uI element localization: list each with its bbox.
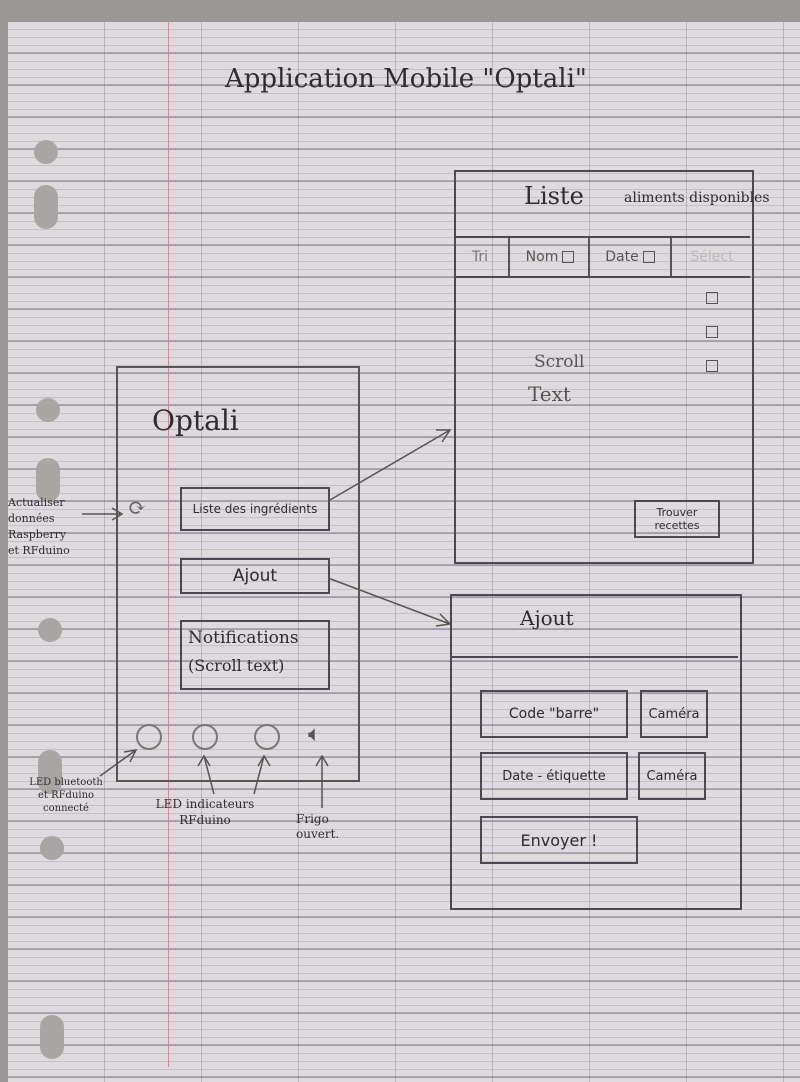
margin-line <box>168 22 169 1067</box>
main-screen-frame <box>116 366 360 782</box>
column-select[interactable]: Sélect <box>670 238 752 276</box>
arrow-led-1 <box>197 754 215 795</box>
label-date-field[interactable]: Date - étiquette <box>480 752 628 800</box>
notifications-panel: Notifications (Scroll text) <box>180 620 330 690</box>
arrow-to-list <box>329 429 452 501</box>
punch-hole <box>40 1015 64 1059</box>
punch-hole <box>40 836 64 860</box>
add-screen-frame <box>450 594 742 910</box>
led-indicators-annotation: LED indicateurs RFduino <box>155 797 255 827</box>
column-name[interactable]: Nom <box>508 238 590 276</box>
list-subtitle: aliments disponibles <box>624 190 770 206</box>
speaker-icon: 🔈︎ <box>308 722 322 747</box>
arrow-led-2 <box>253 754 271 795</box>
led-bluetooth-annotation: LED bluetooth et RFduino connecté <box>29 777 103 814</box>
arrow-refresh <box>82 507 124 521</box>
column-date-label: Date <box>605 249 639 265</box>
list-header: Tri Nom Date Sélect <box>454 236 750 278</box>
arrow-to-add <box>327 577 452 627</box>
ingredients-list-button[interactable]: Liste des ingrédients <box>180 487 330 531</box>
punch-hole <box>36 398 60 422</box>
divider <box>452 656 738 658</box>
send-button[interactable]: Envoyer ! <box>480 816 638 864</box>
checkbox-icon[interactable] <box>562 251 575 263</box>
punch-hole <box>34 140 58 164</box>
column-name-label: Nom <box>525 249 559 265</box>
checkbox-icon[interactable] <box>706 326 718 338</box>
add-title: Ajout <box>520 606 574 630</box>
scroll-text-label: Text <box>528 382 571 406</box>
list-screen-frame <box>454 170 754 564</box>
notifications-scroll: (Scroll text) <box>188 656 285 675</box>
punch-hole <box>38 618 62 642</box>
punch-hole <box>38 750 62 794</box>
checkbox-icon[interactable] <box>706 360 718 372</box>
led-icon <box>136 724 162 750</box>
page-title: Application Mobile "Optali" <box>225 64 587 94</box>
notifications-title: Notifications <box>188 628 299 648</box>
column-sort[interactable]: Tri <box>471 249 489 265</box>
arrow-led-bt <box>99 749 138 777</box>
find-recipes-button[interactable]: Trouver recettes <box>634 500 720 538</box>
scroll-text-label: Scroll <box>534 352 585 372</box>
add-button[interactable]: Ajout <box>180 558 330 594</box>
list-title: Liste <box>524 182 584 210</box>
column-date[interactable]: Date <box>588 238 670 276</box>
paper-background <box>8 22 800 1082</box>
fridge-annotation: Frigo ouvert. <box>296 812 340 841</box>
led-icon <box>254 724 280 750</box>
checkbox-icon[interactable] <box>642 251 655 263</box>
led-icon <box>192 724 218 750</box>
checkbox-icon[interactable] <box>706 292 718 304</box>
barcode-camera-button[interactable]: Caméra <box>640 690 708 738</box>
refresh-icon[interactable]: ⟳ <box>128 496 147 521</box>
refresh-annotation: Actualiser données Raspberry et RFduino <box>8 496 70 557</box>
arrow-fridge <box>315 754 329 808</box>
barcode-field[interactable]: Code "barre" <box>480 690 628 738</box>
date-camera-button[interactable]: Caméra <box>638 752 706 800</box>
punch-hole <box>36 458 60 502</box>
punch-hole <box>34 185 58 229</box>
app-name: Optali <box>152 404 239 437</box>
